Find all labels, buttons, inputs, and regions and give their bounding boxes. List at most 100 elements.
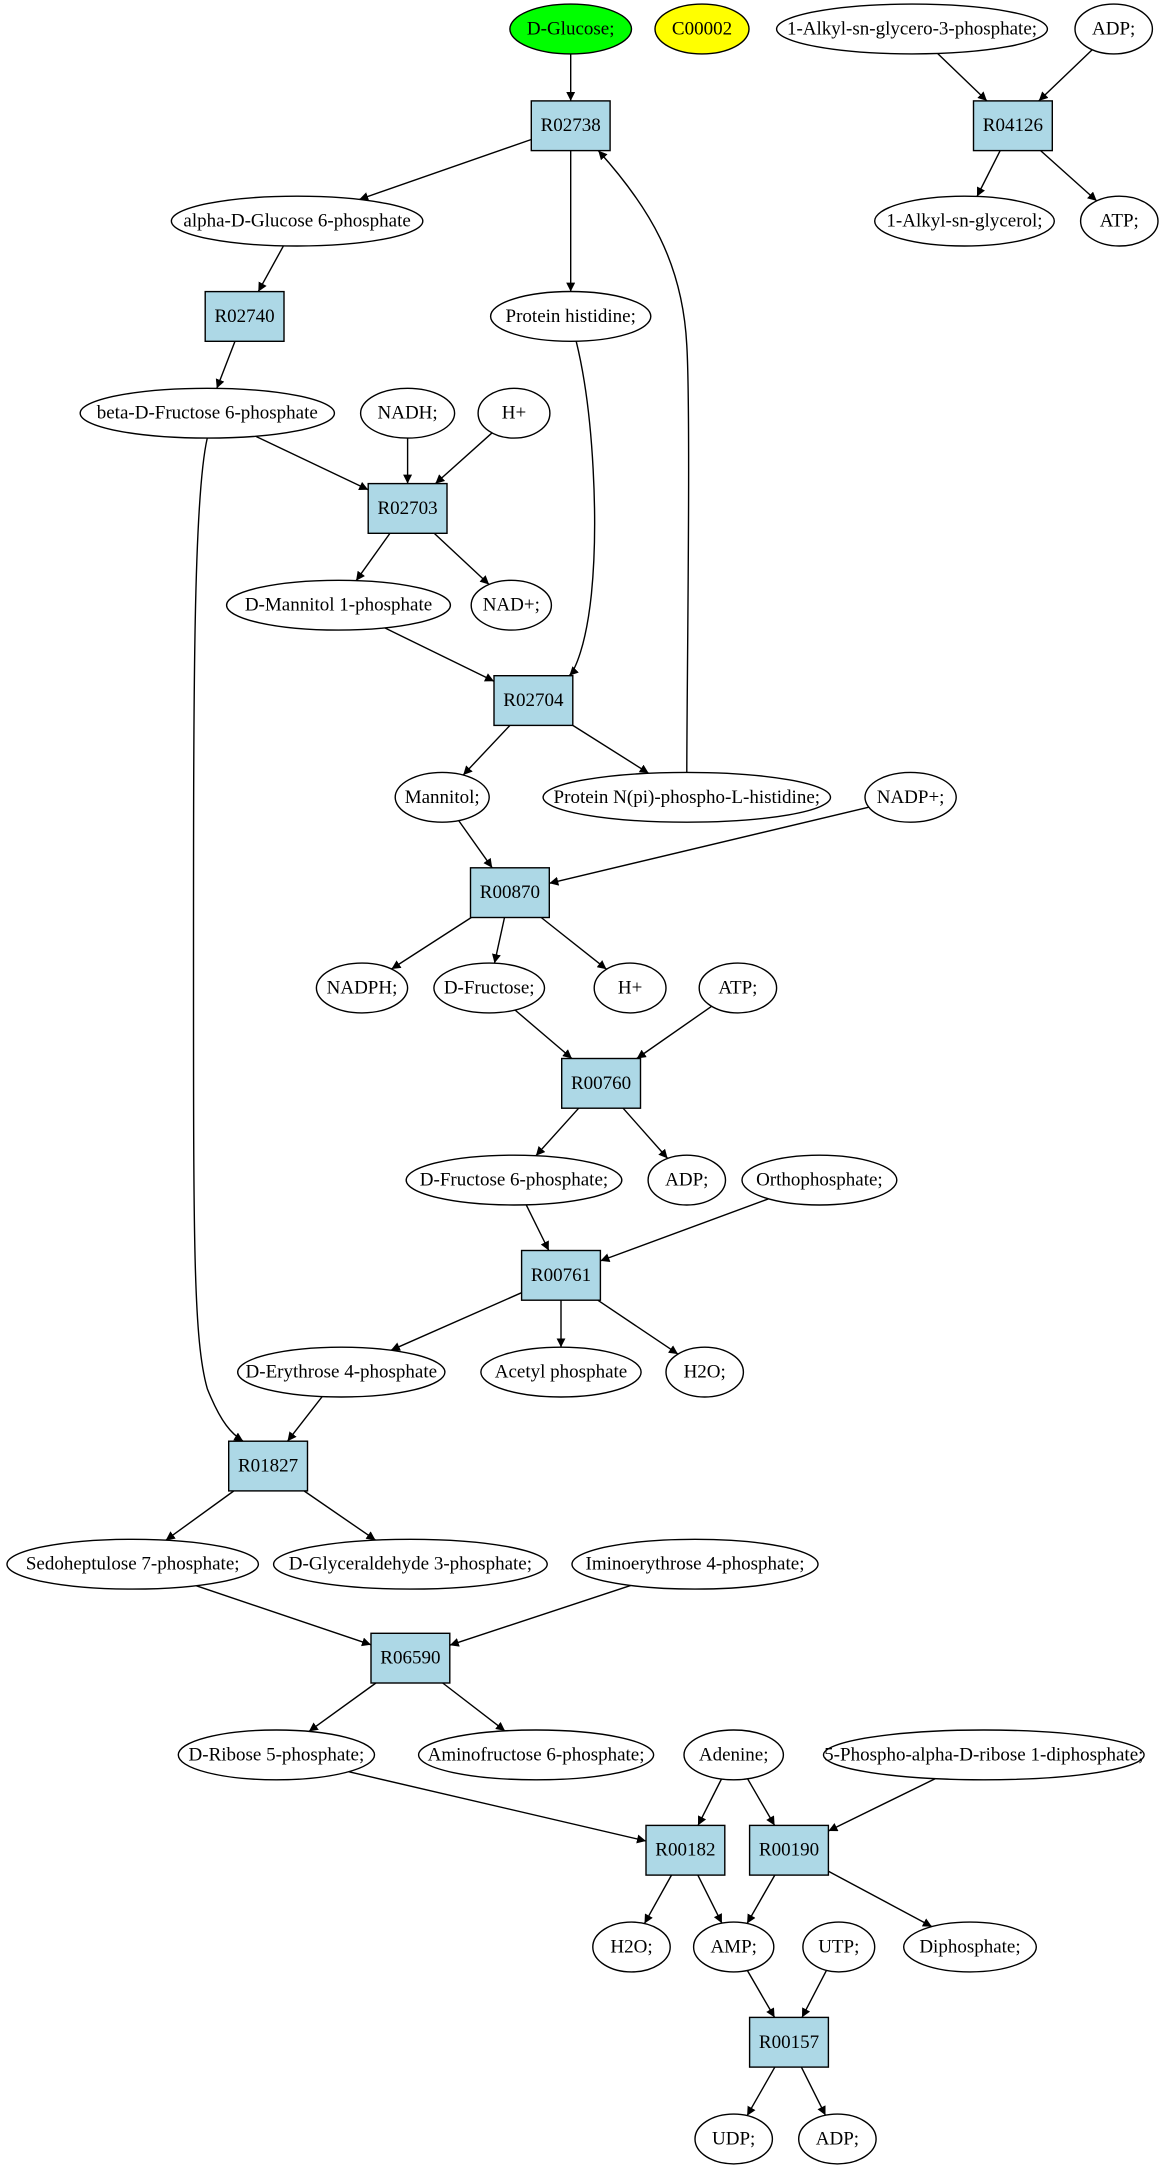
compound-ellipse <box>509 3 633 55</box>
compound-ellipse <box>665 1346 745 1398</box>
compound-node-adp3[interactable]: ADP; <box>798 2113 877 2165</box>
edge-mannitol-to-r00870 <box>458 820 493 869</box>
node-label: R00182 <box>655 1840 715 1861</box>
compound-node-acp[interactable]: Acetyl phosphate <box>480 1346 642 1398</box>
compound-node-nadp_plus1[interactable]: NAD+; <box>470 579 553 631</box>
node-label: H+ <box>618 978 642 999</box>
node-label: D-Fructose; <box>444 978 535 999</box>
node-label: 1-Alkyl-sn-glycero-3-phosphate; <box>787 19 1037 40</box>
compound-node-adp_top[interactable]: ADP; <box>1074 3 1154 55</box>
reaction-box <box>227 1440 309 1492</box>
compound-ellipse <box>1074 3 1154 55</box>
compound-node-g3p[interactable]: D-Glyceraldehyde 3-phosphate; <box>272 1538 548 1590</box>
compound-node-alkylgp[interactable]: 1-Alkyl-sn-glycero-3-phosphate; <box>775 3 1049 55</box>
reaction-node-r01827[interactable]: R01827 <box>227 1440 309 1492</box>
reaction-node-r02740[interactable]: R02740 <box>204 290 285 343</box>
compound-node-ag6p[interactable]: alpha-D-Glucose 6-phosphate <box>170 195 424 247</box>
compound-node-adenine[interactable]: Adenine; <box>683 1729 785 1781</box>
compound-node-dfru[interactable]: D-Fructose; <box>433 962 546 1014</box>
compound-node-alkylg[interactable]: 1-Alkyl-sn-glycerol; <box>874 195 1056 247</box>
reaction-box <box>367 482 448 535</box>
compound-node-nadph[interactable]: NADPH; <box>315 962 409 1014</box>
compound-node-h1[interactable]: H+ <box>477 387 551 439</box>
reaction-node-r00157[interactable]: R00157 <box>748 2016 830 2068</box>
reaction-node-r06590[interactable]: R06590 <box>370 1632 451 1684</box>
compound-node-utp[interactable]: UTP; <box>802 1921 876 1973</box>
edge-r00870-to-h2 <box>540 916 607 970</box>
edge-alkylgp-to-r04126 <box>937 52 988 102</box>
compound-node-h2o2[interactable]: H2O; <box>592 1921 671 1973</box>
node-label: Adenine; <box>699 1744 769 1765</box>
compound-ellipse <box>571 1538 819 1590</box>
reaction-node-r00760[interactable]: R00760 <box>561 1057 642 1109</box>
compound-ellipse <box>592 1921 671 1973</box>
compound-node-bf6p[interactable]: beta-D-Fructose 6-phosphate <box>79 387 336 439</box>
compound-node-af6p[interactable]: Aminofructose 6-phosphate; <box>417 1729 655 1781</box>
edge-nadpp-to-r00870 <box>549 806 869 886</box>
compound-node-atp_top[interactable]: ATP; <box>1079 195 1159 247</box>
edge-m1p-to-r02704 <box>384 627 495 682</box>
node-label: D-Glucose; <box>527 19 615 40</box>
node-label: Protein histidine; <box>506 306 636 327</box>
compound-node-diphos[interactable]: Diphosphate; <box>903 1921 1038 1973</box>
compound-node-adp2[interactable]: ADP; <box>647 1154 727 1206</box>
reaction-node-r02738[interactable]: R02738 <box>530 100 611 152</box>
compound-node-udp[interactable]: UDP; <box>694 2113 774 2165</box>
reaction-box <box>561 1057 642 1109</box>
edge-df6p-to-r00761 <box>525 1204 550 1251</box>
compound-ellipse <box>177 1729 376 1781</box>
compound-ellipse <box>698 962 778 1014</box>
edge-r5p-to-r00182 <box>348 1771 647 1844</box>
reaction-box <box>748 1824 830 1876</box>
compound-node-ie4p[interactable]: Iminoerythrose 4-phosphate; <box>571 1538 819 1590</box>
node-label: Diphosphate; <box>919 1937 1020 1958</box>
reaction-node-r00182[interactable]: R00182 <box>645 1824 726 1876</box>
compound-node-prpp[interactable]: 5-Phospho-alpha-D-ribose 1-diphosphate; <box>822 1729 1145 1781</box>
compound-node-glucose[interactable]: D-Glucose; <box>509 3 633 55</box>
compound-node-atp2[interactable]: ATP; <box>698 962 778 1014</box>
node-label: Mannitol; <box>405 787 480 808</box>
compound-node-nadpp[interactable]: NADP+; <box>864 771 957 823</box>
compound-node-m1p[interactable]: D-Mannitol 1-phosphate <box>225 579 452 631</box>
edge-r00157-to-udp <box>746 2066 776 2117</box>
reaction-node-r00761[interactable]: R00761 <box>520 1249 602 1301</box>
node-label: Orthophosphate; <box>756 1170 883 1191</box>
compound-node-h2[interactable]: H+ <box>593 962 667 1014</box>
compound-node-r5p[interactable]: D-Ribose 5-phosphate; <box>177 1729 376 1781</box>
compound-node-ortho[interactable]: Orthophosphate; <box>741 1154 898 1206</box>
node-label: C00002 <box>672 19 732 40</box>
reaction-node-r00190[interactable]: R00190 <box>748 1824 830 1876</box>
compound-node-h2o1[interactable]: H2O; <box>665 1346 745 1398</box>
reaction-node-r02704[interactable]: R02704 <box>493 675 574 727</box>
edge-atp2-to-r00760 <box>636 1005 713 1060</box>
node-label: H+ <box>502 403 526 424</box>
reaction-node-r00870[interactable]: R00870 <box>469 867 551 919</box>
compound-node-amp[interactable]: AMP; <box>692 1921 775 1973</box>
compound-ellipse <box>6 1538 260 1590</box>
edge-r06590-to-r5p <box>308 1682 377 1732</box>
compound-ellipse <box>654 3 750 55</box>
compound-node-protein_his[interactable]: Protein histidine; <box>489 290 652 342</box>
compound-ellipse <box>394 771 490 823</box>
edge-r00182-to-amp <box>697 1874 723 1924</box>
compound-node-s7p[interactable]: Sedoheptulose 7-phosphate; <box>6 1538 260 1590</box>
edge-de4p-to-r01827 <box>286 1396 323 1442</box>
compound-node-mannitol[interactable]: Mannitol; <box>394 771 490 823</box>
edge-r00870-to-dfru <box>492 917 506 964</box>
edge-bf6p-to-r02703 <box>255 435 369 491</box>
node-label: H2O; <box>684 1362 726 1383</box>
compound-node-df6p[interactable]: D-Fructose 6-phosphate; <box>405 1154 623 1206</box>
compound-node-nadh[interactable]: NADH; <box>359 387 456 439</box>
edge-r00761-to-h2o1 <box>597 1299 679 1355</box>
edge-r04126-to-alkylg <box>976 150 1001 197</box>
reaction-node-r02703[interactable]: R02703 <box>367 482 448 535</box>
compound-node-de4p[interactable]: D-Erythrose 4-phosphate <box>236 1346 446 1398</box>
compound-node-c00002[interactable]: C00002 <box>654 3 750 55</box>
reaction-node-r04126[interactable]: R04126 <box>972 100 1054 152</box>
edge-r00760-to-df6p <box>535 1107 580 1157</box>
edge-r06590-to-af6p <box>442 1682 506 1732</box>
compound-ellipse <box>272 1538 548 1590</box>
compound-node-pnhis[interactable]: Protein N(pi)-phospho-L-histidine; <box>542 771 832 823</box>
reaction-box <box>748 2016 830 2068</box>
